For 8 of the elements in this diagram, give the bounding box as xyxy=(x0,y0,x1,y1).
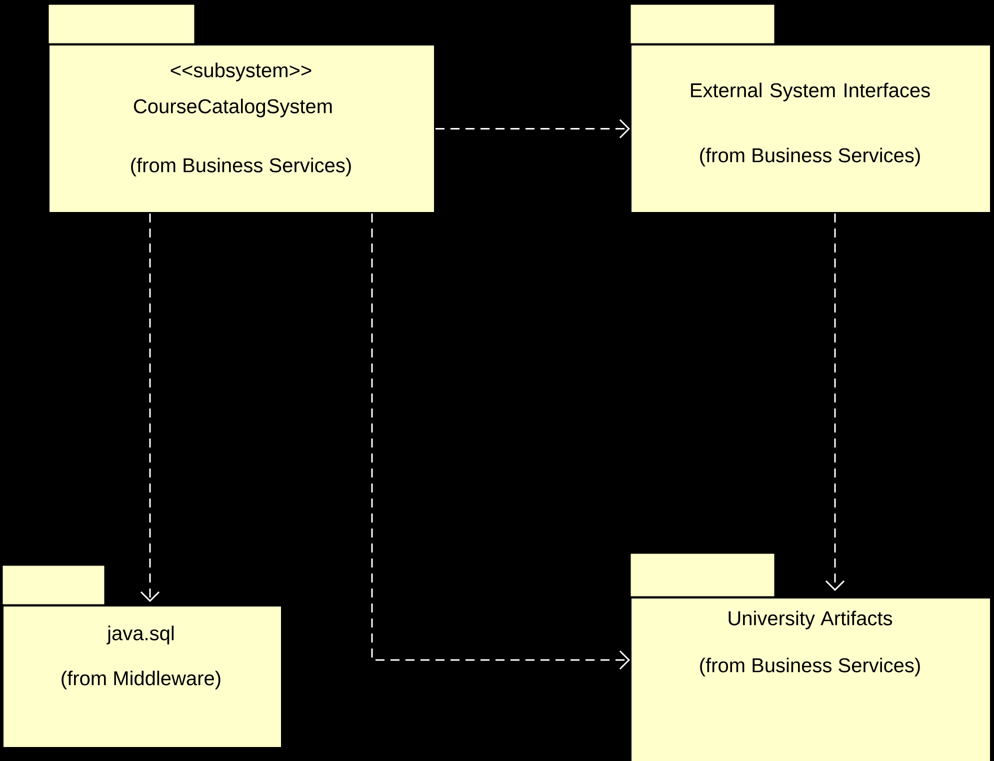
package-box: External System Interfaces (from Business Services) xyxy=(629,3,992,214)
dependency-arrow xyxy=(140,214,160,602)
package-box: java.sql (from Middleware) xyxy=(1,564,282,748)
dependency-arrow xyxy=(825,214,845,592)
package-box: University Artifacts (from Business Services) xyxy=(629,552,992,761)
dependency-arrow xyxy=(436,119,630,138)
dependency-arrow xyxy=(371,214,630,670)
package-box: <<subsystem>> CourseCatalogSystem (from Business Services) xyxy=(47,3,436,214)
